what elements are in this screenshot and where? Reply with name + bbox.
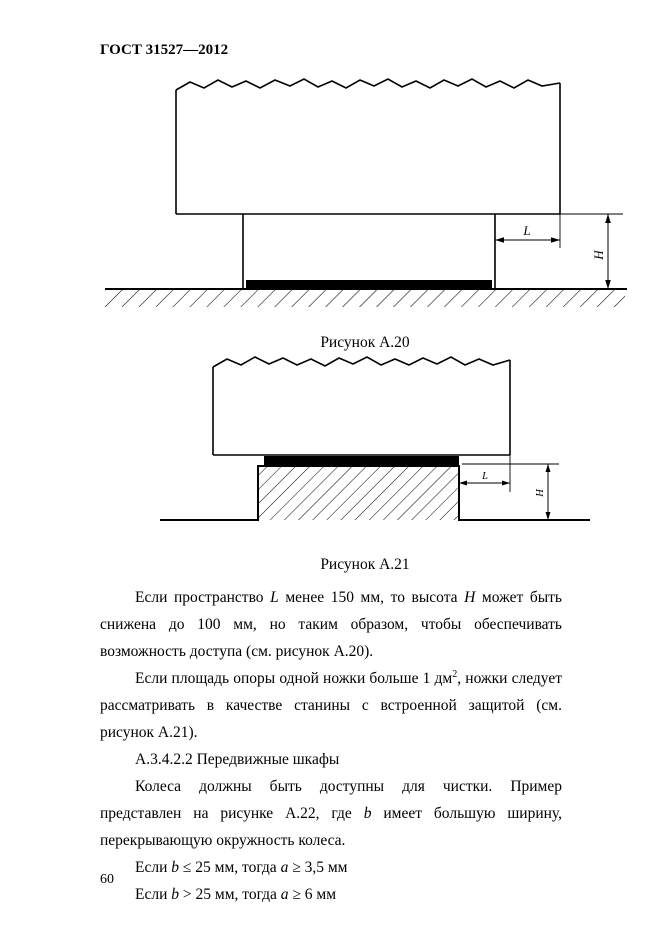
- dimension-l: [459, 455, 511, 492]
- condition-b-gt-25: Если b > 25 мм, тогда a ≥ 6 мм: [135, 886, 337, 903]
- base-bar: [264, 456, 459, 466]
- dimension-h-label: H: [535, 488, 546, 498]
- broken-top-edge: [212, 356, 511, 368]
- superscript-2: 2: [452, 668, 458, 680]
- var-l: L: [270, 589, 279, 606]
- ground-hatching: [105, 290, 625, 307]
- var-b: b: [171, 886, 180, 903]
- ground: [105, 288, 627, 307]
- clause-heading-a3422: А.3.4.2.2 Передвижные шкафы: [135, 751, 340, 768]
- var-a: a: [280, 859, 289, 876]
- dimension-h-label: H: [591, 250, 606, 261]
- dimension-h: [560, 213, 623, 289]
- dimension-l-label: L: [522, 223, 530, 238]
- base-bar: [246, 280, 492, 289]
- figure-a20-caption: Рисунок А.20: [320, 334, 410, 351]
- figure-a21-caption: Рисунок А.21: [320, 556, 410, 573]
- paragraph-leg-area: Если площадь опоры одной ножки больше 1 …: [100, 668, 562, 741]
- plinth-hatching: [258, 466, 459, 520]
- dimension-l-label: L: [481, 471, 488, 482]
- var-h: H: [464, 589, 476, 606]
- var-b: b: [363, 805, 372, 822]
- page-number: 60: [100, 872, 114, 887]
- hatched-plinth: [160, 465, 590, 521]
- paragraph-wheels: Колеса должны быть доступны для чистки. …: [100, 778, 562, 849]
- figure-a21-diagram: L H: [160, 356, 590, 521]
- dimension-l: [495, 214, 561, 248]
- figure-a20-diagram: L H: [105, 78, 627, 307]
- dimension-h: [462, 463, 559, 520]
- document-header: ГОСТ 31527—2012: [100, 42, 229, 58]
- broken-top-edge: [175, 78, 561, 91]
- paragraph-space-l: Если пространство L менее 150 мм, то выс…: [100, 589, 562, 660]
- cabinet-body: [175, 78, 561, 215]
- var-a: a: [280, 886, 289, 903]
- cabinet-body: [212, 356, 511, 456]
- body-text: Если пространство L менее 150 мм, то выс…: [100, 584, 562, 908]
- condition-b-le-25: Если b ≤ 25 мм, тогда a ≥ 3,5 мм: [135, 859, 348, 876]
- plinth: [242, 214, 496, 289]
- var-b: b: [171, 859, 180, 876]
